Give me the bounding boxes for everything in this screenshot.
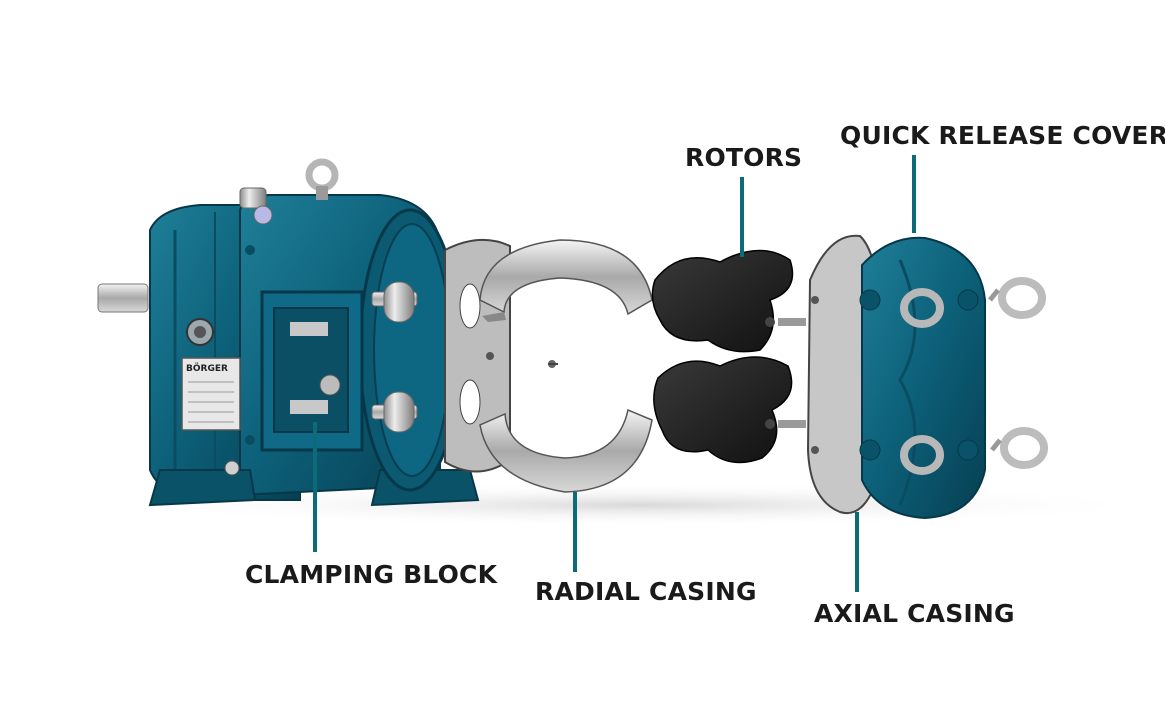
label-quick-release-cover: QUICK RELEASE COVER [840, 121, 1165, 150]
rotors-icon [651, 249, 806, 464]
label-radial-casing: RADIAL CASING [535, 577, 757, 606]
label-axial-casing: AXIAL CASING [814, 599, 1015, 628]
radial-casing-icon [479, 239, 653, 493]
pump-body-icon [97, 158, 480, 507]
leader-rotors [740, 177, 744, 257]
leader-radial-casing [573, 492, 577, 572]
leader-quick-release-cover [912, 155, 916, 233]
leader-axial-casing [855, 512, 859, 592]
eye-bolt-icon [988, 277, 1048, 469]
quick-release-cover-icon [859, 236, 986, 520]
label-clamping-block: CLAMPING BLOCK [245, 560, 498, 589]
nameplate-brand: BÖRGER [186, 364, 228, 374]
label-rotors: ROTORS [685, 143, 803, 172]
leader-clamping-block [313, 422, 317, 552]
